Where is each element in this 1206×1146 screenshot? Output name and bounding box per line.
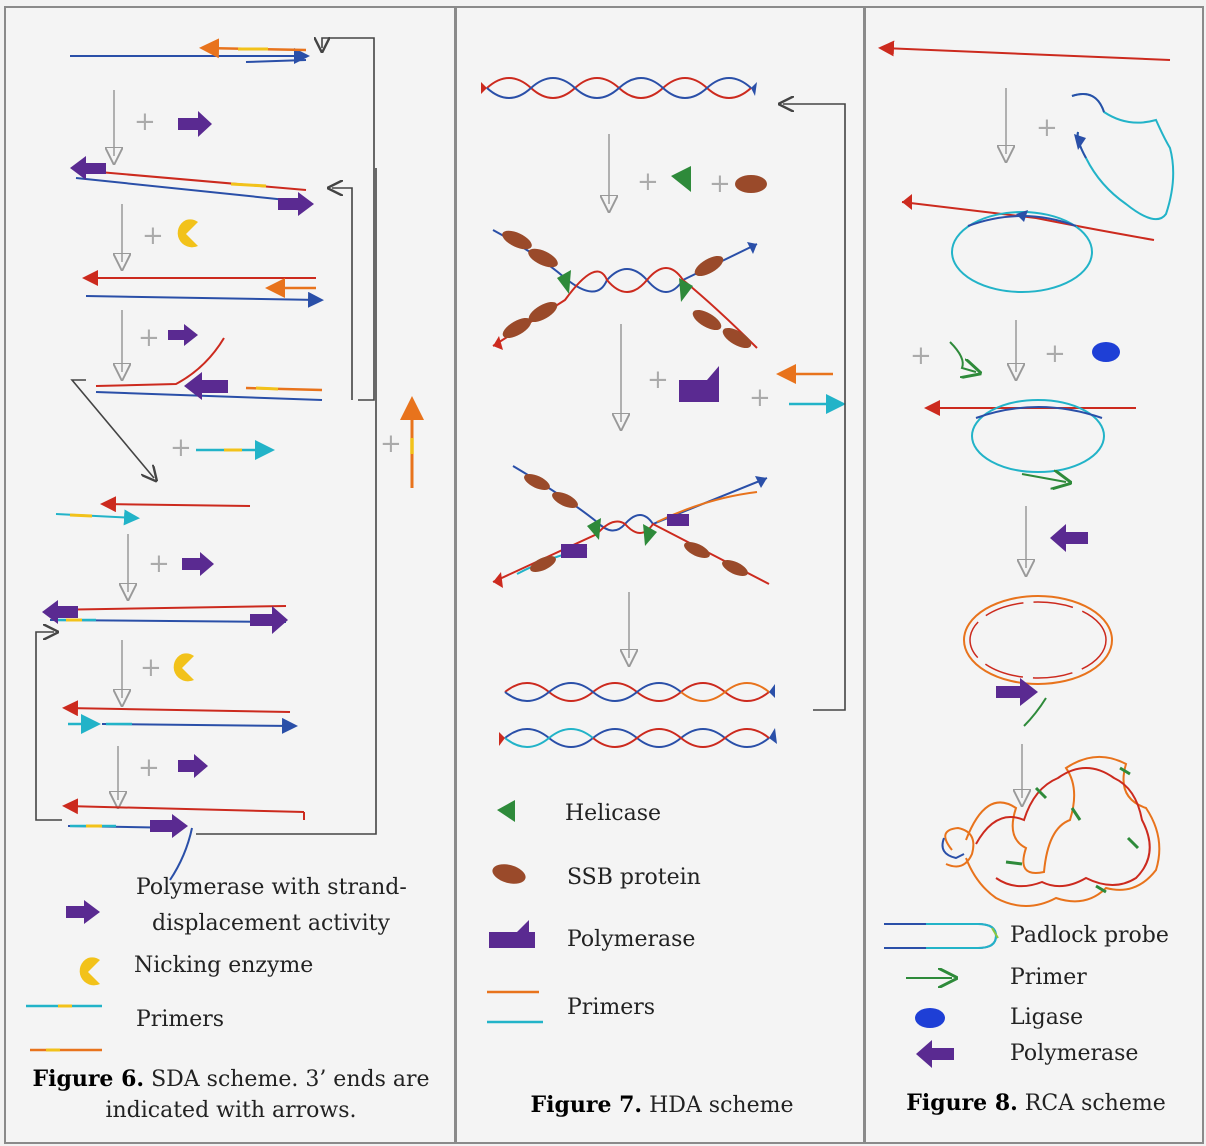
primers-legend-icon [26, 1004, 102, 1052]
cycle-arrow [783, 104, 846, 711]
cycle-arrow [322, 38, 375, 401]
helicase-legend-icon [497, 800, 515, 822]
hda-scheme-drawing: + + + + [481, 77, 846, 1024]
legend-polymerase: Polymerase [567, 927, 696, 952]
sda-step-2 [70, 156, 314, 216]
cycle-arrow [196, 748, 377, 835]
plus-icon: + [142, 221, 164, 251]
sda-step-5 [55, 496, 251, 526]
plus-icon: + [134, 107, 156, 137]
polymerase-icon [70, 156, 106, 180]
sda-step-4 [95, 337, 323, 401]
polymerase-icon [178, 111, 212, 137]
polymerase-icon [679, 366, 719, 402]
polymerase-icon [182, 552, 214, 576]
plus-icon: + [380, 429, 402, 459]
figure-8-panel: + + + [864, 6, 1204, 1144]
legend-polymerase-line1: Polymerase with strand- [136, 875, 407, 900]
polymerase-icon [184, 372, 228, 400]
plus-icon: + [910, 341, 932, 371]
figure-8-caption: Figure 8. RCA scheme [866, 1088, 1206, 1120]
padlock-probe-legend-icon [884, 923, 999, 949]
plus-icon: + [170, 433, 192, 463]
caption-text-1: SDA scheme. 3’ ends are [151, 1067, 430, 1092]
sda-scheme-drawing: + + + + [26, 8, 424, 1052]
ligase-legend-icon [915, 1008, 945, 1028]
rca-hybridization [901, 194, 1155, 293]
rca-scheme-drawing: + + + [878, 40, 1175, 1068]
sda-step-1 [70, 38, 310, 64]
rca-target-strand [878, 40, 1171, 61]
legend-polymerase-line2: displacement activity [152, 911, 390, 936]
figure-7-panel: + + + + [455, 6, 865, 1144]
caption-label: Figure 7. [530, 1092, 643, 1118]
caption-text-2: indicated with arrows. [105, 1097, 357, 1123]
helicase-icon [671, 166, 691, 192]
legend-ssb-protein: SSB protein [567, 865, 701, 890]
figure-6-caption: Figure 6. SDA scheme. 3’ ends are indica… [16, 1064, 446, 1127]
cycle-arrow [332, 188, 353, 400]
cycle-arrow [35, 632, 62, 821]
legend-primer: Primer [1010, 965, 1087, 990]
sda-step-3 [82, 270, 324, 308]
figure-7-caption: Figure 7. HDA scheme [457, 1090, 867, 1122]
polymerase-icon [150, 814, 188, 838]
plus-icon: + [1044, 339, 1066, 369]
hda-product-helices [499, 682, 777, 748]
plus-icon: + [647, 365, 669, 395]
nicking-enzyme-legend-icon [79, 957, 100, 986]
rca-elongation [963, 595, 1113, 727]
plus-icon: + [138, 323, 160, 353]
rca-product-tangle [941, 755, 1161, 907]
legend-padlock-probe: Padlock probe [1010, 923, 1169, 948]
plus-icon: + [637, 167, 659, 197]
rca-circularized [924, 399, 1136, 482]
polymerase-legend-icon [916, 1040, 954, 1068]
caption-label: Figure 8. [906, 1090, 1018, 1116]
legend-polymerase: Polymerase [1010, 1041, 1139, 1066]
plus-icon: + [140, 653, 162, 683]
nicking-enzyme-icon [173, 653, 194, 682]
polymerase-icon [168, 324, 198, 346]
legend-helicase: Helicase [565, 801, 662, 826]
caption-text: HDA scheme [649, 1093, 794, 1118]
polymerase-icon [250, 606, 288, 634]
legend-nicking-enzyme: Nicking enzyme [134, 953, 314, 978]
padlock-probe-icon [1071, 93, 1175, 221]
polymerase-icon [178, 754, 208, 778]
polymerase-legend-icon [66, 900, 100, 924]
cycle-arrow [70, 379, 154, 478]
figure-6-panel: + + + + [4, 6, 456, 1144]
polymerase-icon [1050, 524, 1088, 552]
legend-ligase: Ligase [1010, 1005, 1084, 1030]
sda-step-8 [62, 798, 305, 881]
ligase-icon [1092, 342, 1120, 362]
legend-primers: Primers [567, 995, 656, 1020]
plus-icon: + [1036, 113, 1058, 143]
polymerase-icon [42, 600, 78, 624]
hda-extension [492, 465, 770, 588]
plus-icon: + [749, 383, 771, 413]
caption-text: RCA scheme [1024, 1091, 1166, 1116]
sda-step-7 [62, 700, 298, 734]
hda-unwinding [492, 229, 758, 350]
sda-step-6 [42, 600, 288, 634]
polymerase-icon [278, 192, 314, 216]
caption-label: Figure 6. [32, 1066, 145, 1092]
plus-icon: + [148, 549, 170, 579]
plus-icon: + [138, 753, 160, 783]
nicking-enzyme-icon [177, 219, 198, 248]
primer-icon [949, 341, 976, 372]
hda-helix-1 [481, 77, 757, 99]
legend-primers: Primers [136, 1007, 225, 1032]
plus-icon: + [709, 169, 731, 199]
polymerase-legend-icon [489, 920, 535, 948]
ssb-icon [735, 175, 767, 193]
ssb-legend-icon [492, 864, 526, 884]
